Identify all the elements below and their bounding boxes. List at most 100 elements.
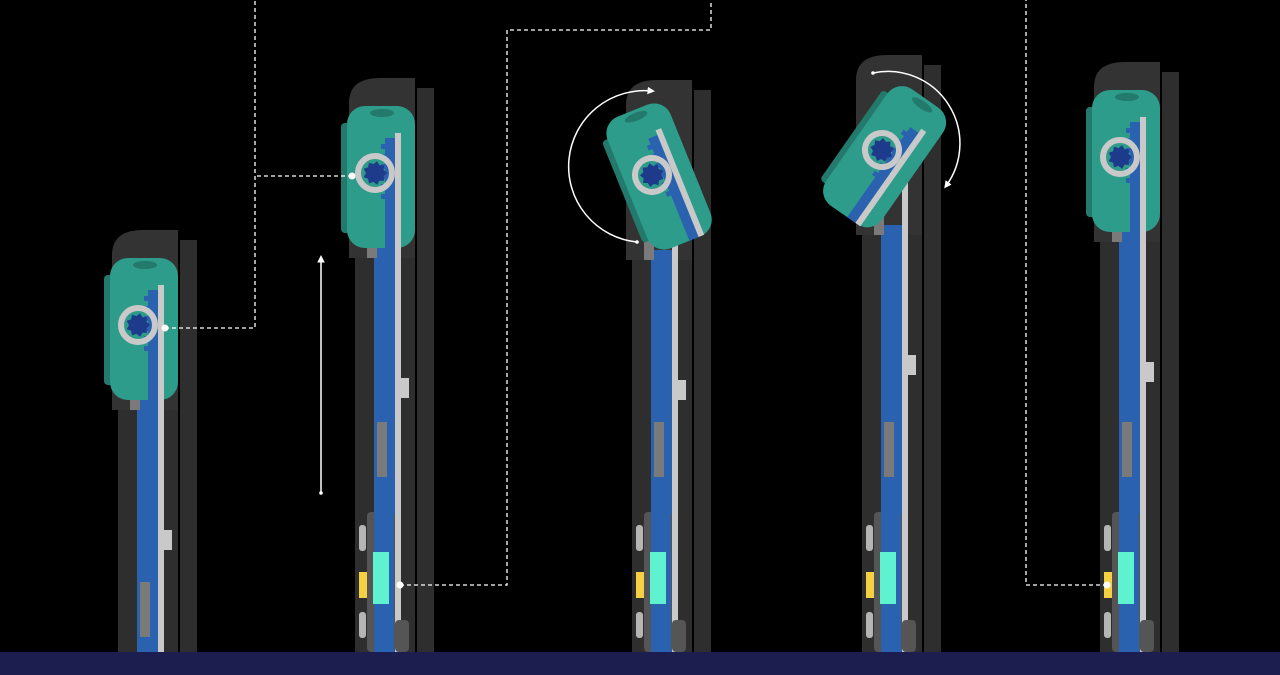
arrow-tail — [871, 71, 875, 75]
rail-stop — [678, 380, 686, 400]
callout-dot — [348, 172, 356, 180]
rotating-head — [821, 86, 947, 228]
indicator-light — [866, 572, 874, 598]
clip — [1104, 612, 1111, 638]
rotating-head — [1086, 90, 1160, 232]
indicator-light — [636, 572, 644, 598]
gear-icon — [1108, 145, 1132, 169]
gray-block — [140, 582, 150, 637]
base-block — [395, 620, 409, 652]
gray-block — [377, 422, 387, 477]
rack-tooth — [144, 296, 149, 301]
sensor-window — [373, 552, 389, 604]
head-port — [624, 110, 648, 123]
rail-stop — [1146, 362, 1154, 382]
rail-stop — [401, 378, 409, 398]
guide-rail — [902, 110, 908, 652]
clip — [866, 525, 873, 551]
electronics-module — [866, 512, 916, 652]
gear-housing — [118, 305, 158, 345]
gear-housing — [355, 153, 395, 193]
outer-rail — [180, 240, 197, 652]
head-port — [1115, 93, 1139, 101]
gray-block — [884, 422, 894, 477]
footer-bar — [0, 652, 1280, 675]
gear-housing — [632, 155, 672, 196]
electronics-module — [636, 512, 686, 652]
device-stages — [104, 55, 1179, 652]
callout-dot — [396, 581, 404, 589]
gear-icon — [870, 138, 894, 162]
outer-rail — [417, 88, 434, 652]
clip — [359, 612, 366, 638]
gear-rack — [148, 290, 158, 400]
outer-rail — [694, 90, 711, 652]
mechanism-diagram — [104, 0, 1179, 652]
rack-tooth — [381, 144, 386, 149]
guide-rail — [158, 285, 164, 652]
rotating-head — [602, 103, 712, 250]
clip — [866, 612, 873, 638]
outer-rail — [1162, 72, 1179, 652]
rotate-clockwise-arrow-icon — [872, 70, 961, 189]
electronics-module — [359, 512, 409, 652]
arrow-tail — [319, 491, 323, 495]
head-rail — [395, 133, 401, 248]
device-stage-2 — [341, 78, 434, 652]
callout-dot — [161, 324, 169, 332]
rack-tooth — [646, 143, 654, 151]
base-block — [1140, 620, 1154, 652]
rack-tooth — [381, 194, 386, 199]
clip — [636, 612, 643, 638]
gear-rack — [1130, 122, 1140, 232]
rotating-head — [341, 106, 415, 248]
gear-icon — [639, 163, 664, 187]
rack-tooth — [1126, 128, 1131, 133]
rack-tooth — [900, 129, 908, 137]
rack-tooth — [872, 170, 879, 178]
sensor-window — [1118, 552, 1134, 604]
callout-line — [165, 0, 256, 329]
gear-icon — [126, 313, 150, 337]
rack-tooth — [665, 190, 672, 197]
clip — [636, 525, 643, 551]
callout-line — [400, 0, 712, 586]
clip — [1104, 525, 1111, 551]
rack-tooth — [144, 346, 149, 351]
gear-housing — [862, 130, 902, 170]
clip — [359, 525, 366, 551]
electronics-module — [1104, 512, 1154, 652]
device-stage-5 — [1086, 62, 1179, 652]
head-port — [912, 97, 933, 113]
device-stage-1 — [104, 230, 197, 652]
head-port — [370, 109, 394, 117]
gear-icon — [363, 161, 387, 185]
head-rail — [655, 128, 705, 238]
callout-line — [1025, 0, 1107, 586]
rotate-counterclockwise-arrow-icon — [567, 86, 655, 243]
sensor-window — [650, 552, 666, 604]
indicator-light — [359, 572, 367, 598]
rail-stop — [908, 355, 916, 375]
callout-dot — [1103, 581, 1111, 589]
rail-stop — [164, 530, 172, 550]
guide-rail — [672, 135, 678, 652]
gear-housing — [1100, 137, 1140, 177]
gray-block — [1122, 422, 1132, 477]
guide-rail — [1140, 117, 1146, 652]
base-block — [902, 620, 916, 652]
outer-rail — [924, 65, 941, 652]
head-rail — [1140, 117, 1146, 232]
guide-rail — [395, 133, 401, 652]
rotating-head — [104, 258, 178, 400]
annotations — [161, 0, 1111, 589]
sensor-window — [880, 552, 896, 604]
base-block — [672, 620, 686, 652]
arrow-tail — [635, 240, 639, 244]
device-stage-4 — [821, 55, 947, 652]
gray-block — [654, 422, 664, 477]
gear-rack — [385, 138, 395, 248]
head-rail — [855, 128, 927, 227]
head-rail — [158, 285, 164, 400]
head-port — [133, 261, 157, 269]
